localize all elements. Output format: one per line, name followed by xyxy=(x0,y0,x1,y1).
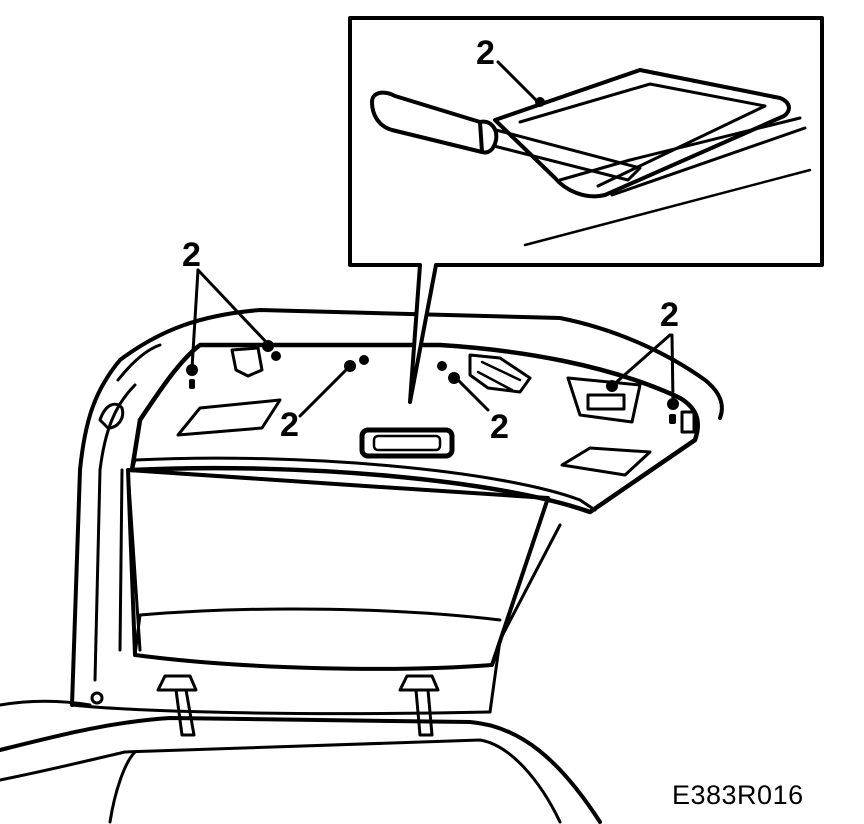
gas-strut-right xyxy=(398,674,440,737)
clip-markers xyxy=(186,97,679,424)
callout-label-left: 2 xyxy=(182,236,201,274)
detail-inset xyxy=(348,16,824,404)
figure-code: E383R016 xyxy=(672,780,804,810)
callout-label-inset: 2 xyxy=(476,34,495,72)
car-body-rear xyxy=(0,699,602,824)
callout-label-center-right: 2 xyxy=(490,408,509,446)
trim-panel xyxy=(129,342,700,515)
rear-window-opening xyxy=(118,468,550,671)
callout-label-center-left: 2 xyxy=(280,406,299,444)
leader-lines xyxy=(190,60,675,418)
callout-label-right: 2 xyxy=(660,296,679,334)
tailgate-outer-frame xyxy=(70,308,724,716)
gas-strut-left xyxy=(156,674,198,737)
